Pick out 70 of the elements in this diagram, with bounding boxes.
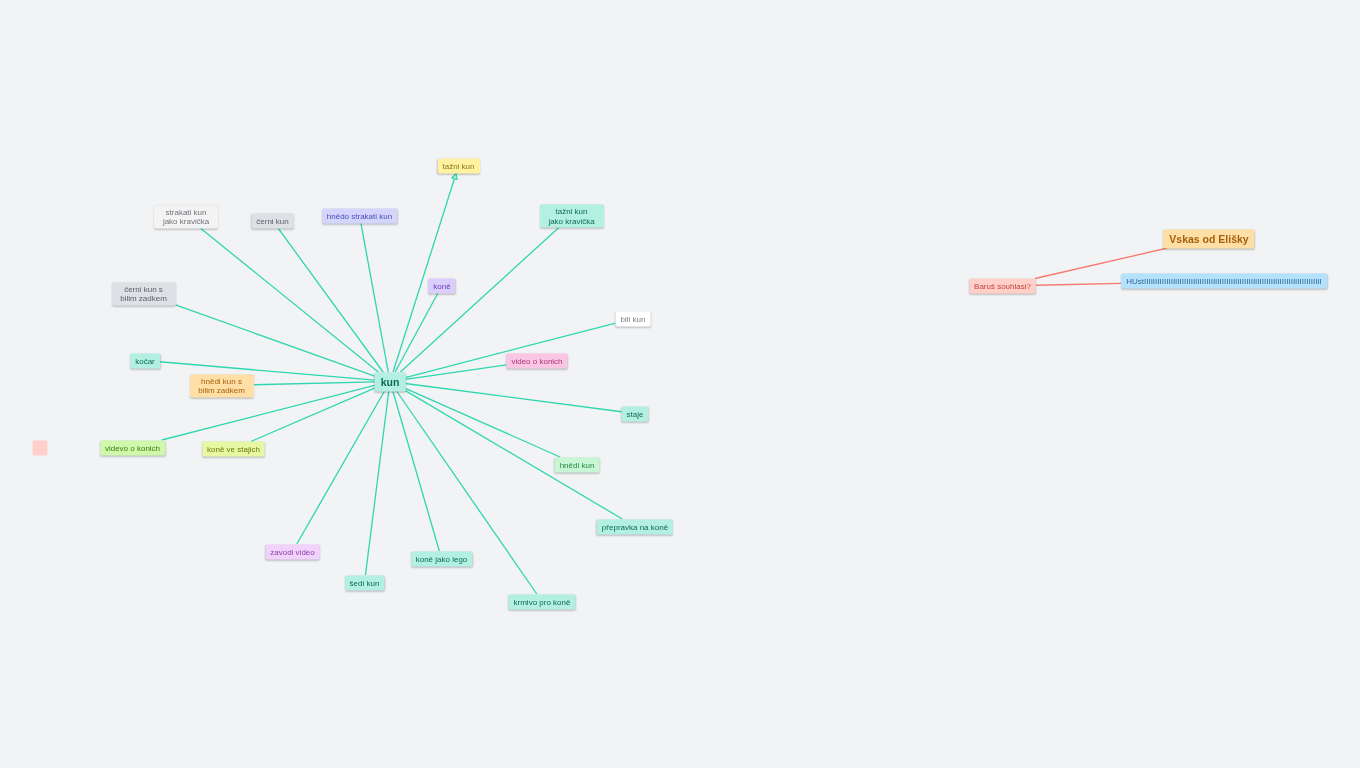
topic-text: hnědo strakati kun [326, 210, 393, 221]
topic-box [596, 519, 674, 534]
topic-text: přepravka na koně [601, 521, 669, 532]
connector-line [404, 387, 561, 458]
connector-line [364, 390, 390, 576]
main-topic-box [1163, 229, 1255, 248]
connector-line [1035, 282, 1122, 286]
connector-line [399, 226, 560, 373]
topic-text: zavodi video [270, 546, 315, 557]
connector-line [199, 227, 379, 373]
topic-box [111, 282, 176, 305]
topic-box [99, 440, 166, 455]
connector-line [404, 322, 617, 379]
topic-text: video o konich [511, 355, 563, 366]
topic-text: Vskas od Elišky [1169, 232, 1249, 245]
topic-box [321, 208, 398, 223]
topic-text: videvo o konich [104, 442, 161, 453]
topic-text: krmivo pro koně [513, 596, 571, 607]
topic-text: koně ve stajich [207, 443, 260, 455]
blank-box [32, 440, 47, 455]
topic-box [615, 311, 651, 326]
topic-box [506, 353, 568, 368]
topic-box [251, 213, 294, 228]
topic-box [189, 374, 254, 397]
topic-box [554, 457, 600, 472]
topic-text: strakati kun jako kravička [161, 207, 211, 226]
connector-line [174, 304, 376, 377]
main-topic-box [374, 372, 406, 391]
topic-box [428, 278, 456, 293]
topic-box [154, 205, 218, 228]
connector-line [404, 389, 623, 520]
connector-line [360, 222, 389, 373]
connector-line [394, 292, 439, 373]
connector-line [161, 384, 376, 441]
topic-box [437, 158, 480, 174]
topic-box [539, 204, 604, 228]
topic-text: hnědi kun [559, 459, 595, 470]
topic-text: HUstIIIIIIIIIIIIIIIIIIIIIIIIIIIIIIIIIIIIIIIIIIIIIIIIIIIIIIIIIIIIIIIIIIIIIIIIIIIIIIII [1126, 275, 1322, 287]
connector-line [159, 361, 376, 381]
topic-text: hnědi kun s bilim zadkem [197, 376, 246, 395]
topic-box [410, 551, 473, 566]
topic-text: tažni kun jako kravička [547, 206, 596, 226]
connector-line [404, 382, 623, 413]
connector-line [252, 381, 376, 386]
topic-box [130, 353, 160, 368]
topic-box [1121, 273, 1327, 289]
topic-box [344, 575, 385, 590]
topic-text: kun [380, 375, 400, 388]
connector-line [395, 390, 538, 595]
connector-line [392, 390, 440, 552]
topic-box [202, 441, 265, 457]
topic-text: koně jako lego [415, 553, 468, 564]
connector-line [250, 387, 376, 443]
connector-line [404, 364, 508, 380]
topic-text: černi kun s bilim zadkem [119, 284, 168, 303]
topic-text: bili kun [620, 313, 646, 324]
connector-line [277, 227, 384, 373]
topic-box [969, 278, 1036, 294]
topic-text: šedi kun [349, 577, 380, 588]
topic-text: kočar [135, 355, 155, 366]
connector-line [296, 390, 386, 545]
topic-text: černi kun [256, 215, 289, 226]
topic-text: tažni kun [442, 160, 475, 172]
topic-box [621, 406, 649, 421]
topic-text: Baruš souhlasi? [974, 280, 1031, 292]
arrow [392, 172, 458, 373]
topic-box [265, 544, 320, 559]
topic-text: staje [626, 408, 644, 419]
topic-text: koně [433, 280, 451, 291]
topic-box [508, 594, 576, 609]
